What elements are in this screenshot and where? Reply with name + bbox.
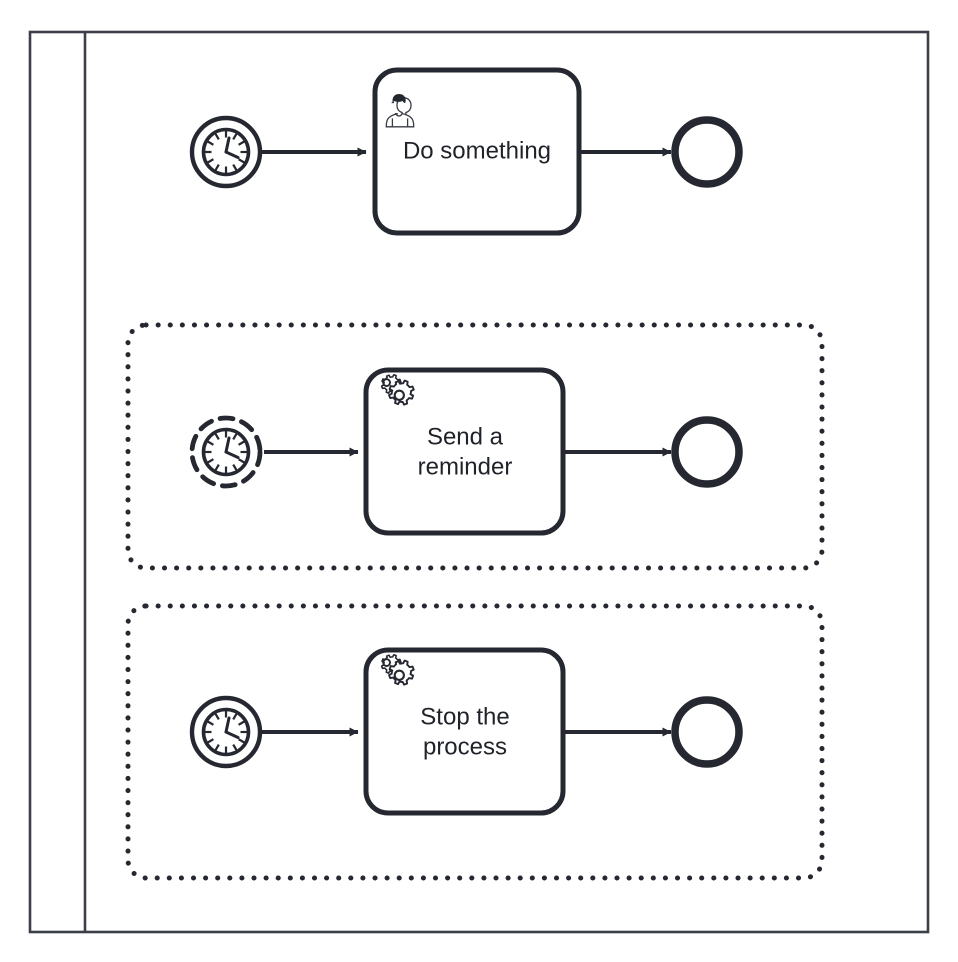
clock-icon (201, 127, 251, 177)
timer-start-event[interactable] (189, 695, 263, 769)
clock-icon (201, 427, 251, 477)
end-event[interactable] (671, 696, 743, 768)
timer-start-event-non-interrupting[interactable] (189, 415, 263, 489)
service-task-label-line-1: Send a (427, 423, 504, 450)
service-task[interactable]: Send a reminder (363, 367, 566, 536)
service-task[interactable]: Stop the process (363, 647, 566, 816)
clock-icon (201, 707, 251, 757)
event-subprocess-border (125, 603, 825, 881)
end-event-circle (671, 116, 743, 188)
end-event-circle (671, 416, 743, 488)
flow-1: Do something (189, 67, 743, 236)
end-event-circle (671, 696, 743, 768)
event-subprocess-border (125, 322, 825, 571)
timer-start-event[interactable] (189, 115, 263, 189)
user-task[interactable]: Do something (372, 67, 582, 236)
end-event[interactable] (671, 416, 743, 488)
user-task-label: Do something (403, 137, 551, 164)
service-task-label-line-2: reminder (418, 453, 513, 480)
flow-3: Stop the process (189, 647, 743, 816)
service-task-label-line-2: process (423, 733, 507, 760)
end-event[interactable] (671, 116, 743, 188)
service-task-label-line-1: Stop the (420, 703, 509, 730)
event-subprocess-1[interactable] (125, 322, 825, 571)
flow-2: Send a reminder (189, 367, 743, 536)
event-subprocess-2[interactable] (125, 603, 825, 881)
